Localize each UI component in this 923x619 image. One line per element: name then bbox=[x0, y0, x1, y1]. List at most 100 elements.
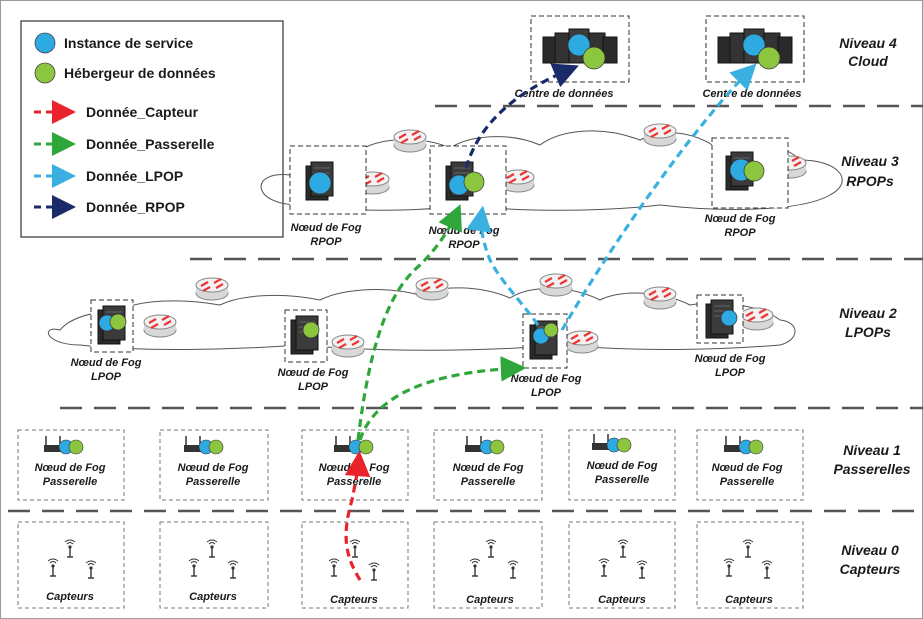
sensor-icon bbox=[206, 539, 218, 558]
sensor-group-4: Capteurs bbox=[466, 539, 519, 606]
data-host-icon bbox=[34, 62, 56, 84]
router-icon bbox=[142, 313, 178, 339]
rpop-node-1: Nœud de Fog RPOP bbox=[289, 145, 367, 248]
gateway-type: Passerelle bbox=[327, 476, 381, 488]
service-instance-icon bbox=[34, 32, 56, 54]
sensor-icon bbox=[507, 560, 519, 579]
rpop-node-label: Nœud de Fog bbox=[705, 213, 776, 225]
sensor-icon bbox=[188, 558, 200, 577]
sensor-icon bbox=[469, 558, 481, 577]
gateway-label: Nœud de Fog bbox=[35, 462, 106, 474]
service-instance-icon bbox=[720, 309, 738, 327]
rpop-node-type: RPOP bbox=[310, 236, 342, 248]
rpop-node-type: RPOP bbox=[448, 239, 480, 251]
sensor-icon bbox=[227, 560, 239, 579]
gateway-to-lpop-flow bbox=[358, 356, 527, 441]
router-icon bbox=[642, 285, 678, 311]
gateway-label: Nœud de Fog bbox=[587, 460, 658, 472]
sensor-group-label: Capteurs bbox=[189, 591, 237, 603]
gateway-label: Nœud de Fog bbox=[453, 462, 524, 474]
data-host-icon bbox=[748, 439, 764, 455]
data-host-icon bbox=[616, 437, 632, 453]
data-host-icon bbox=[208, 439, 224, 455]
level-separators bbox=[8, 104, 923, 513]
data-host-icon bbox=[68, 439, 84, 455]
level-3-sub: RPOPs bbox=[846, 173, 894, 189]
data-flows bbox=[344, 63, 757, 581]
gateway-type: Passerelle bbox=[461, 476, 515, 488]
lpop-node-type: LPOP bbox=[715, 367, 746, 379]
sensor-icon bbox=[723, 558, 735, 577]
gateway-6: Nœud de Fog Passerelle bbox=[712, 435, 783, 488]
lpop-node-4: Nœud de Fog LPOP bbox=[695, 294, 766, 379]
data-host-icon bbox=[582, 46, 606, 70]
data-host-icon bbox=[302, 321, 320, 339]
sensor-icon bbox=[617, 539, 629, 558]
sensor-icon bbox=[485, 539, 497, 558]
gateway-to-rpop-flow bbox=[356, 204, 462, 441]
router-icon bbox=[739, 306, 775, 332]
data-host-icon bbox=[489, 439, 505, 455]
lpop-node-type: LPOP bbox=[531, 387, 562, 399]
sensor-icon bbox=[368, 562, 380, 581]
lpop-node-3: Nœud de Fog LPOP bbox=[511, 313, 582, 399]
service-instance-icon bbox=[742, 33, 766, 57]
level-4-sub: Cloud bbox=[848, 53, 888, 69]
level-3-name: Niveau 3 bbox=[841, 153, 899, 169]
router-icon bbox=[538, 272, 574, 298]
level-2-name: Niveau 2 bbox=[839, 305, 897, 321]
gateway-boxes bbox=[17, 429, 804, 501]
lpop-node-2: Nœud de Fog LPOP bbox=[278, 309, 349, 393]
sensor-group-label: Capteurs bbox=[598, 594, 646, 606]
datacenter-label: Centre de données bbox=[514, 88, 613, 100]
router-icon bbox=[414, 276, 450, 302]
gateway-1: Nœud de Fog Passerelle bbox=[35, 435, 106, 488]
sensor-group-1: Capteurs bbox=[46, 539, 97, 603]
gateway-type: Passerelle bbox=[595, 474, 649, 486]
lpop-node-label: Nœud de Fog bbox=[71, 357, 142, 369]
router-icon bbox=[500, 168, 536, 194]
legend-data-host: Hébergeur de données bbox=[64, 65, 216, 81]
lpop-to-rpop-flow bbox=[466, 205, 540, 326]
rpop-node-type: RPOP bbox=[724, 227, 756, 239]
sensor-boxes bbox=[17, 521, 804, 609]
gateway-label: Nœud de Fog bbox=[712, 462, 783, 474]
legend-flow-0: Donnée_Capteur bbox=[86, 104, 199, 120]
cloud-datacenter-2: Centre de données bbox=[702, 15, 805, 100]
gateway-type: Passerelle bbox=[186, 476, 240, 488]
level-1-sub: Passerelles bbox=[833, 461, 910, 477]
rpop-node-2: Nœud de Fog RPOP bbox=[429, 145, 507, 251]
gateway-type: Passerelle bbox=[720, 476, 774, 488]
rpop-node-label: Nœud de Fog bbox=[291, 222, 362, 234]
gateway-label: Nœud de Fog bbox=[319, 462, 390, 474]
sensor-group-label: Capteurs bbox=[46, 591, 94, 603]
rpop-to-cloud-flow bbox=[464, 63, 579, 169]
sensor-group-label: Capteurs bbox=[466, 594, 514, 606]
lpop-node-1: Nœud de Fog LPOP bbox=[71, 299, 142, 383]
sensor-icon bbox=[64, 539, 76, 558]
sensor-icon bbox=[742, 539, 754, 558]
data-host-icon bbox=[109, 313, 127, 331]
sensor-to-gateway-flow bbox=[344, 450, 371, 581]
legend-flow-1: Donnée_Passerelle bbox=[86, 136, 215, 152]
sensor-icon bbox=[85, 560, 97, 579]
legend: Instance de service Hébergeur de données… bbox=[20, 20, 284, 238]
gateway-3: Nœud de Fog Passerelle bbox=[319, 435, 390, 488]
level-labels: Niveau 4 Cloud Niveau 3 RPOPs Niveau 2 L… bbox=[833, 35, 910, 577]
sensor-icon bbox=[636, 560, 648, 579]
sensor-icon bbox=[761, 560, 773, 579]
data-host-icon bbox=[743, 160, 765, 182]
gateway-label: Nœud de Fog bbox=[178, 462, 249, 474]
lpop-node-label: Nœud de Fog bbox=[511, 373, 582, 385]
level-0-sub: Capteurs bbox=[840, 561, 901, 577]
sensor-group-3: Capteurs bbox=[328, 539, 380, 606]
router-icon bbox=[564, 329, 600, 355]
sensor-group-2: Capteurs bbox=[188, 539, 239, 603]
level-4-name: Niveau 4 bbox=[839, 35, 897, 51]
gateway-4: Nœud de Fog Passerelle bbox=[453, 435, 524, 488]
cloud-datacenter-1: Centre de données bbox=[514, 15, 630, 100]
sensor-icon bbox=[328, 558, 340, 577]
level-1-name: Niveau 1 bbox=[843, 442, 901, 458]
rpop-node-label: Nœud de Fog bbox=[429, 225, 500, 237]
service-instance-icon bbox=[308, 171, 332, 195]
